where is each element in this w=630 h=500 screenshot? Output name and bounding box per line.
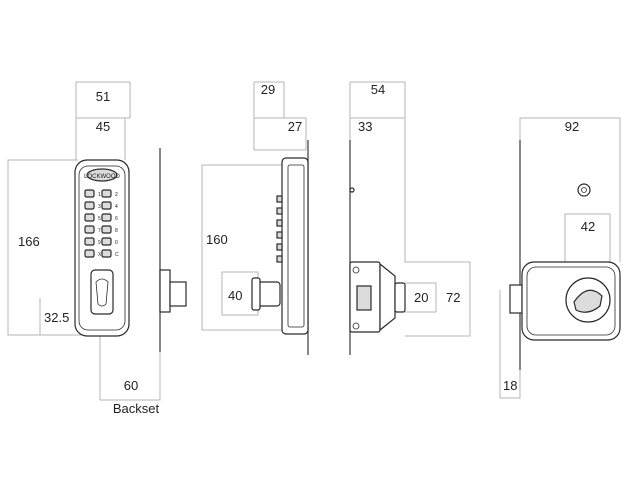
label-backset-value: 60 [124,378,138,393]
thumb-turn-handle [90,269,114,315]
keypad-button-label: C [115,252,119,258]
thumb-turn-grip [95,278,109,307]
keypad-button-label: 4 [115,204,118,210]
dim-box-18 [499,290,521,399]
dim-box-51 [75,81,131,119]
label-rear-projection: 18 [503,378,517,393]
latch-body [379,262,396,332]
label-height: 166 [18,234,40,249]
rear-screw [577,183,591,197]
latch-faceplate-front [159,269,171,313]
keypad-button [101,189,112,198]
rear-screw-center [581,187,587,193]
brand-badge [86,168,118,182]
label-width-outer: 51 [96,89,110,104]
side-button-4 [276,231,283,239]
label-rear-knob: 42 [581,219,595,234]
label-side-spindle: 40 [228,288,242,303]
latch-screw-upper [352,266,360,274]
label-latch-depth-inner: 33 [358,119,372,134]
side-button-2 [276,207,283,215]
keypad-button-label: 1 [98,192,101,198]
dim-box-92 [519,117,621,262]
rear-bolt [509,284,523,314]
brand-badge-text: LOCKWOOD [84,174,120,180]
label-latch-depth-outer: 54 [371,82,385,97]
keypad-button [84,249,95,258]
side-keypad-inner [287,164,305,328]
dim-box-32-5 [39,298,100,336]
dim-box-42 [564,213,611,265]
latch-screw-lower [352,322,360,330]
keypad-button [84,237,95,246]
keypad-button-label: 7 [98,228,101,234]
label-width-inner: 45 [96,119,110,134]
side-view: 29 27 160 40 [201,81,309,355]
keypad-button-label: 3 [98,204,101,210]
keypad-button [101,237,112,246]
keypad-button [101,213,112,222]
label-side-depth-inner: 27 [288,119,302,134]
label-latch-height: 72 [446,290,460,305]
label-rear-width: 92 [565,119,579,134]
latch-view: 54 33 20 72 [349,81,471,355]
rear-knob-grip [573,289,603,313]
dim-box-160 [201,164,282,331]
dim-box-60 [99,335,161,401]
keypad-button [84,189,95,198]
keypad-button-label: 6 [115,216,118,222]
keypad-button [84,225,95,234]
keypad-button [101,201,112,210]
side-button-6 [276,255,283,263]
keypad-button-label: 9 [98,240,101,246]
keypad-button-label: X [98,252,102,258]
dim-box-72 [404,118,471,337]
label-side-height: 160 [206,232,228,247]
dim-box-27 [253,117,307,151]
keypad-button-label: 2 [115,192,118,198]
label-backset: Backset [113,401,160,416]
keypad-button [101,249,112,258]
label-handle-offset: 32.5 [44,310,69,325]
rear-view: 92 42 18 [499,117,621,399]
keypad-button-label: 0 [115,240,118,246]
keypad-buttons: 1 2 3 4 5 6 7 8 9 0X C [84,189,119,258]
latch-bolt [394,282,406,313]
rear-housing-inner [526,266,616,336]
dim-box-20 [405,282,437,313]
side-handle-knob [251,277,261,311]
side-button-5 [276,243,283,251]
keypad-inner-frame [78,165,126,331]
keypad-button [84,201,95,210]
keypad-button [101,225,112,234]
latch-strike-hole [356,285,372,311]
keypad-button-label: 5 [98,216,101,222]
side-button-1 [276,195,283,203]
side-handle [257,281,281,307]
label-latch-bolt: 20 [414,290,428,305]
latch-screw-top [349,187,355,193]
keypad-button [84,213,95,222]
dim-box-40 [221,271,259,316]
side-button-3 [276,219,283,227]
latch-bolt-front [169,281,187,307]
label-side-depth-outer: 29 [261,82,275,97]
keypad-button-label: 8 [115,228,118,234]
